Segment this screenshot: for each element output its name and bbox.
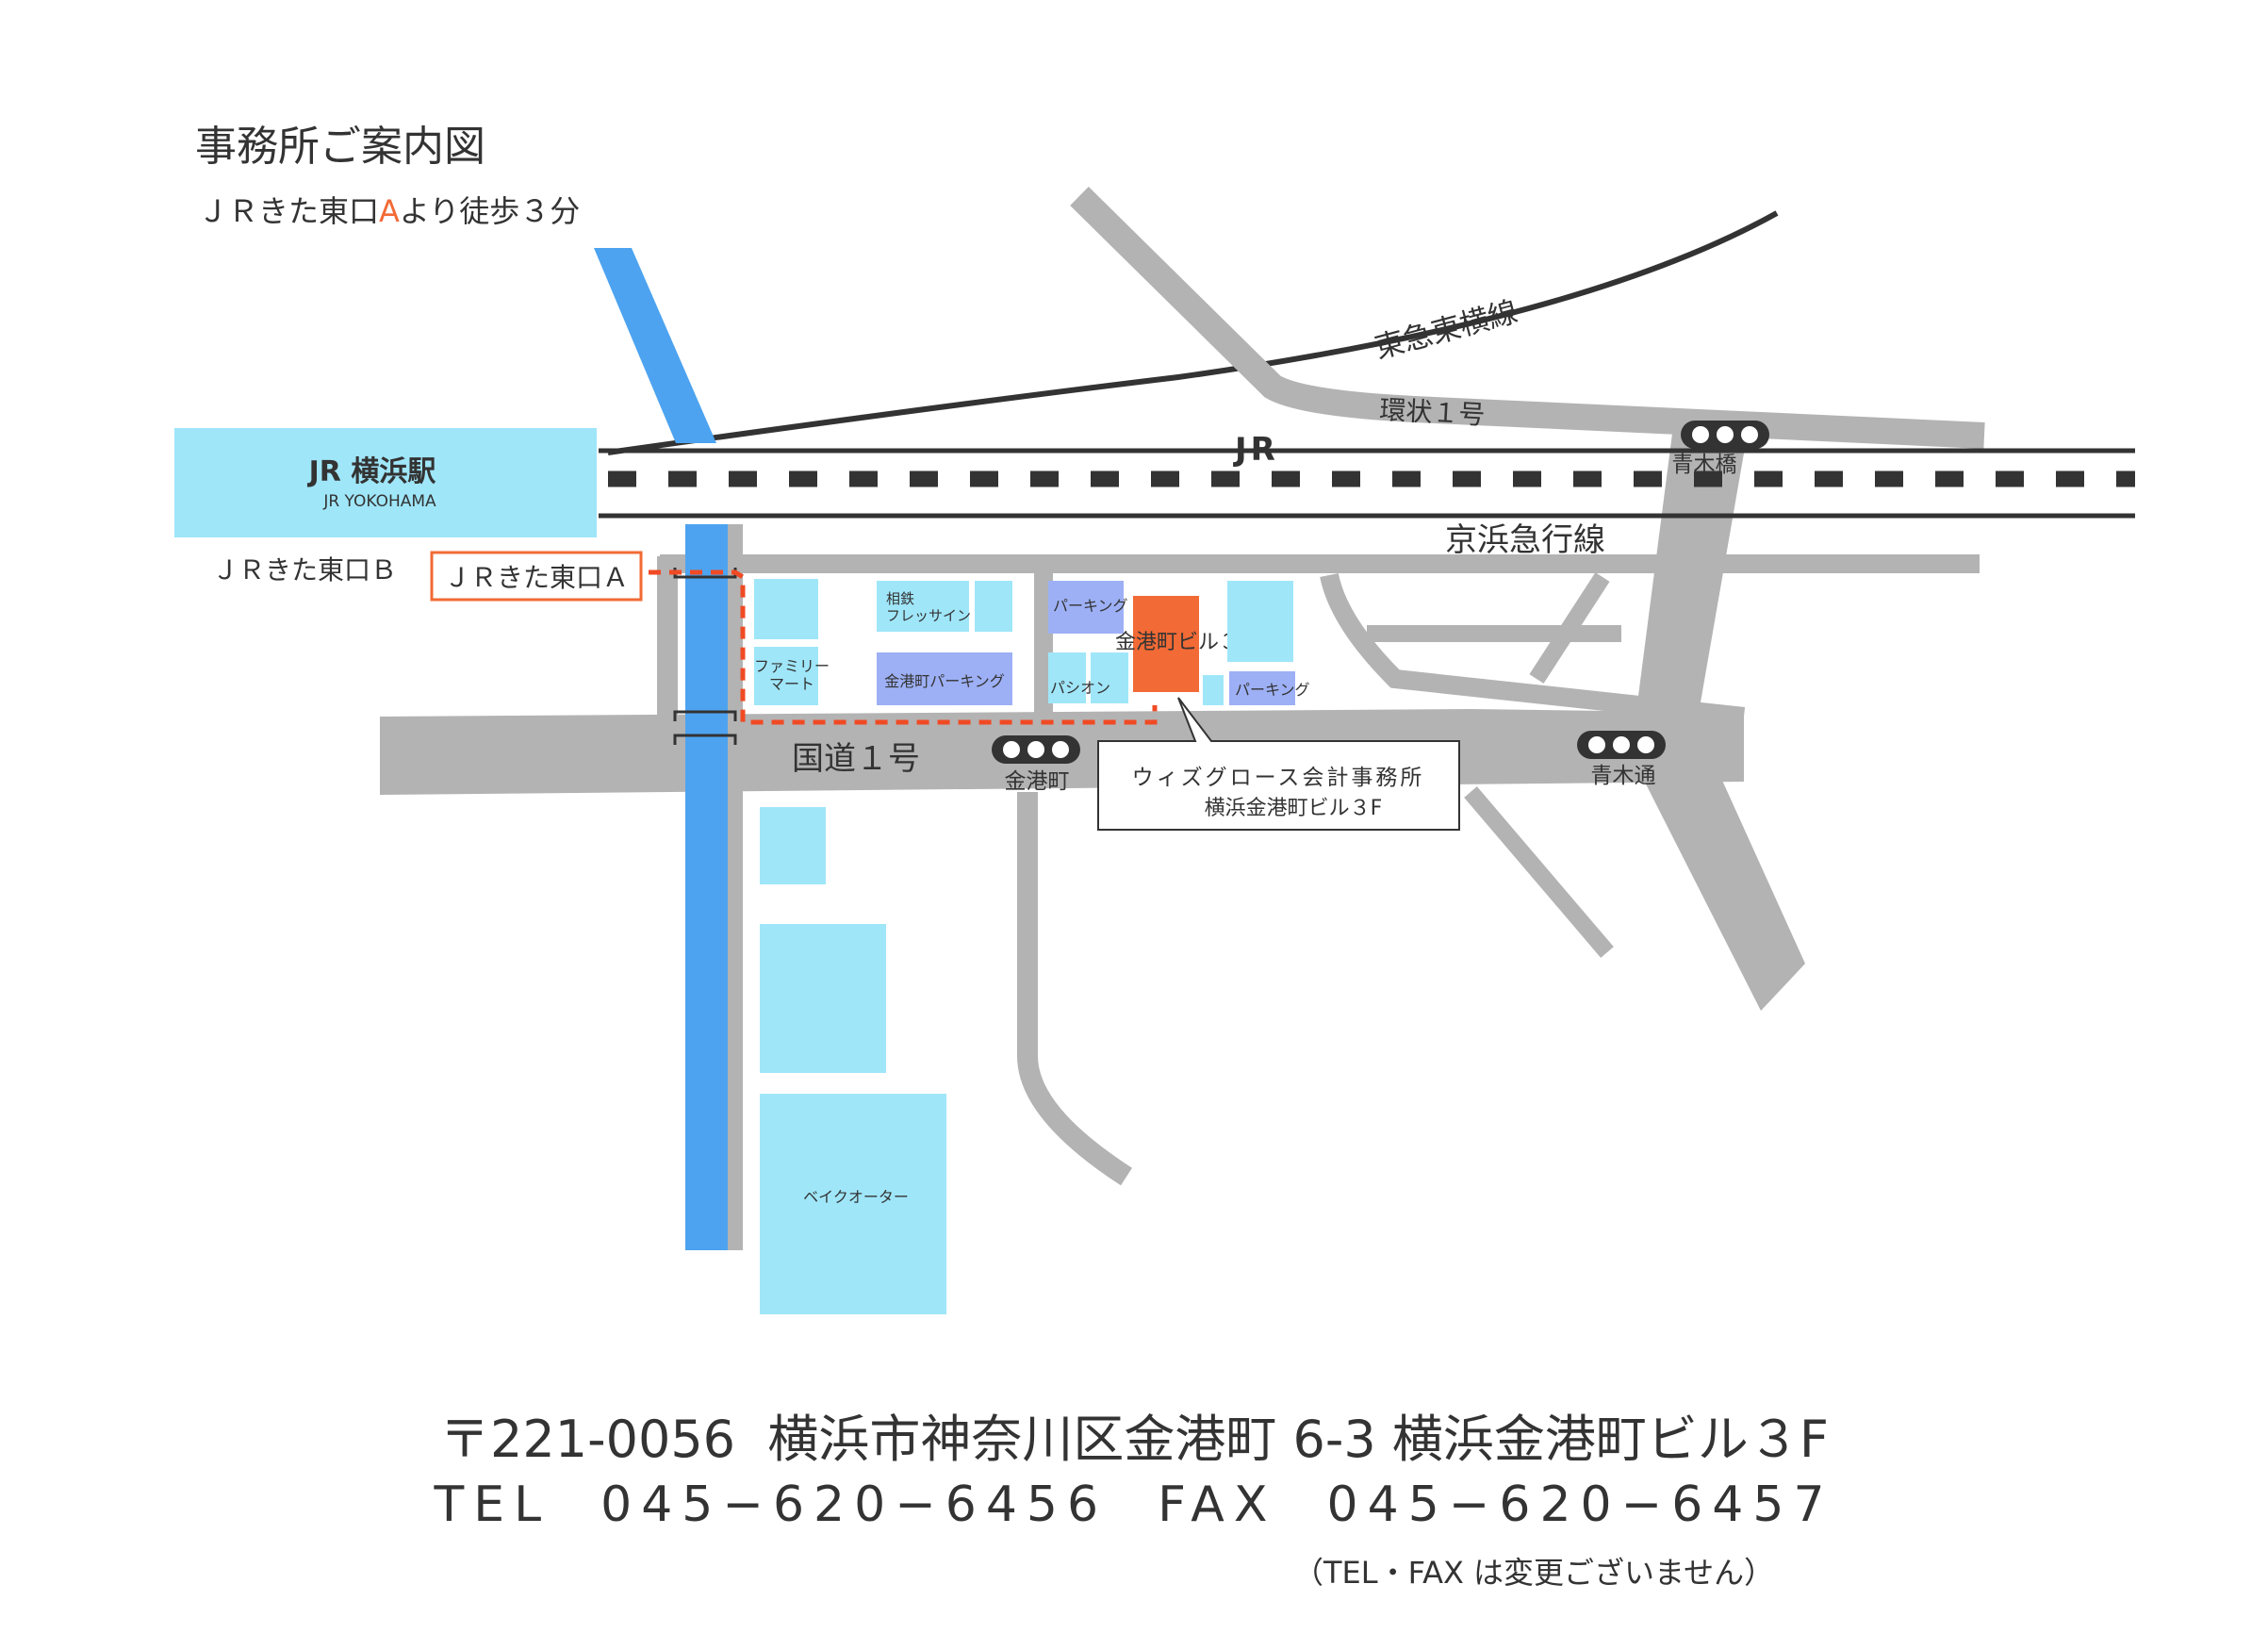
toyoko-line: [607, 210, 1779, 455]
river: [685, 524, 728, 1250]
bridge-bracket-3: [673, 734, 737, 745]
keikyu-road: [660, 554, 1980, 573]
south-road: [1017, 792, 1132, 1186]
kanagawacho-parking: [877, 652, 1012, 705]
toyoko-label: 東急東横線: [1372, 295, 1521, 366]
aokidori-label: 青木通: [1591, 764, 1656, 788]
phone-note: （TEL・FAX は変更ございません）: [1293, 1555, 1775, 1591]
callout-name: ウィズグロース会計事務所: [1132, 766, 1425, 790]
subtitle-before: ＪＲきた東口: [198, 193, 379, 229]
office-building: [1133, 596, 1199, 692]
subtitle: ＪＲきた東口Aより徒歩３分: [198, 193, 580, 229]
building-4: [1203, 675, 1224, 705]
east-road-a: [1320, 572, 1746, 726]
familymart: [754, 647, 818, 705]
keikyu-label: 京浜急行線: [1445, 521, 1605, 559]
signal-aokibashi: [1681, 421, 1769, 449]
callout-floor: 横浜金港町ビル３F: [1205, 797, 1383, 820]
exit-b-label: ＪＲきた東口Ｂ: [212, 554, 397, 586]
exit-a-label: ＪＲきた東口Ａ: [444, 562, 629, 593]
callout-box: [1097, 697, 1460, 831]
subtitle-exit-letter: A: [379, 193, 400, 229]
sotetsu-fresa: [877, 581, 969, 632]
river-north: [594, 248, 716, 443]
parking-2: [1229, 671, 1295, 705]
baycourt: [760, 1094, 946, 1314]
signal-aokidori: [1577, 731, 1666, 759]
pasion-2: [1091, 652, 1128, 703]
sotetsu-label-2: フレッサイン: [886, 607, 971, 624]
building-6: [760, 924, 886, 1073]
walking-route: [649, 569, 1158, 725]
station-name: JR 横浜駅: [307, 455, 436, 488]
left-road: [657, 556, 678, 721]
address-line: 〒221-0056 横浜市神奈川区金港町 6-3 横浜金港町ビル３F: [439, 1410, 1829, 1469]
station-box: [174, 428, 597, 537]
aoki-road: [1631, 426, 1805, 1011]
kanagawacho-label: 金港町: [1005, 769, 1070, 794]
parking-2-label: パーキング: [1235, 681, 1310, 699]
page-title: 事務所ご案内図: [195, 123, 485, 171]
sotetsu-label-1: 相鉄: [886, 590, 914, 607]
subtitle-after: より徒歩３分: [400, 193, 580, 229]
aokibashi-label: 青木橋: [1672, 453, 1737, 477]
parking-1-label: パーキング: [1053, 597, 1128, 615]
east-road-c: [1464, 786, 1614, 958]
phone-fax-line: TEL 045−620−6456 FAX 045−620−6457: [434, 1477, 1834, 1533]
bridge-bracket-2: [673, 710, 737, 721]
familymart-label-1: ファミリー: [754, 657, 830, 675]
signal-kanagawacho: [992, 735, 1080, 764]
building-1: [754, 579, 818, 639]
station-name-en: JR YOKOHAMA: [322, 492, 436, 511]
kanagawacho-parking-label: 金港町パーキング: [884, 672, 1005, 690]
parking-1: [1048, 581, 1124, 634]
baycourt-label: ベイクオーター: [803, 1188, 909, 1206]
building-5: [760, 807, 826, 884]
building-2: [975, 581, 1012, 632]
pasion-1: [1048, 652, 1086, 703]
kokudo-label: 国道１号: [792, 740, 920, 778]
pasion-label: パシオン: [1050, 679, 1110, 697]
aoki-link: [1529, 572, 1610, 684]
river-bank: [728, 524, 743, 1250]
jr-label: JR: [1233, 431, 1279, 469]
kanjo-label: 環状１号: [1379, 394, 1487, 431]
kanjo-road: [1070, 187, 1985, 449]
building-3: [1227, 581, 1293, 662]
exit-a-box: [430, 551, 643, 602]
familymart-label-2: マート: [769, 675, 814, 693]
